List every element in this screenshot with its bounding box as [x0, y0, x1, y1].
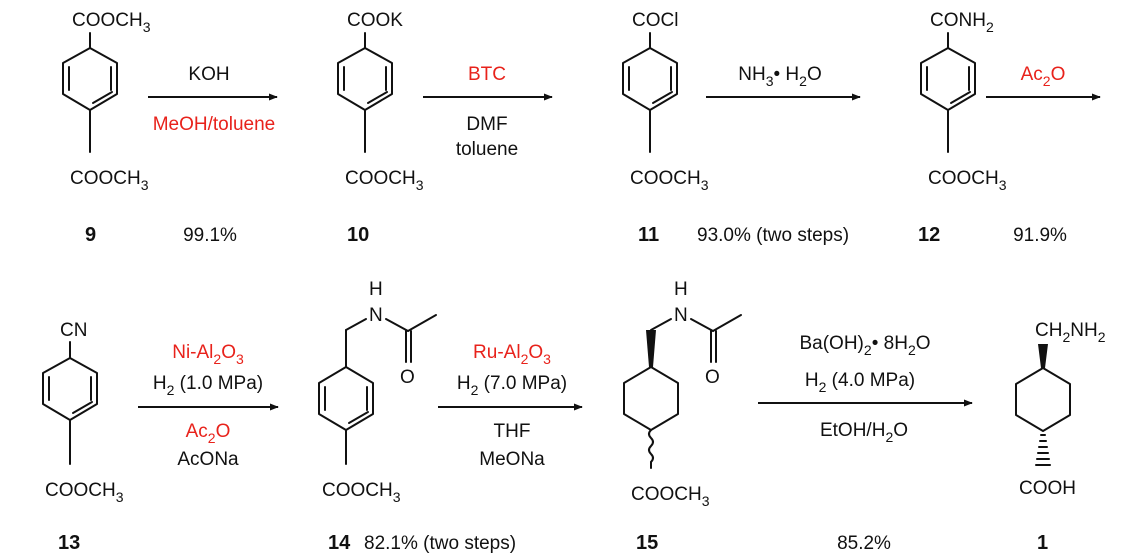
substituent-top: CN: [60, 320, 87, 341]
conditions-above: H2​ (1.0 MPa): [153, 373, 263, 398]
compound-number: 15: [636, 532, 658, 554]
reagent-below-2: toluene: [456, 139, 518, 160]
compound-number: 1: [1037, 532, 1048, 554]
amide-nh-hydrogen: H: [369, 279, 383, 300]
step-yield: 91.9%: [1013, 225, 1067, 246]
benzene-ring: [42, 357, 98, 421]
compound-11: COCl COOCH3​ 11: [622, 10, 709, 246]
benzene-ring: [318, 366, 374, 431]
reagent-above: BTC: [468, 64, 506, 85]
solvent-below: EtOH/H2​O: [820, 420, 908, 445]
substituent-top: COOCH3​: [72, 10, 151, 35]
step-5-reaction-arrow: Ni-Al2​O3​ H2​ (1.0 MPa) Ac2​O AcONa: [138, 342, 279, 470]
step-yield: 85.2%: [837, 533, 891, 554]
conditions-above: H2​ (7.0 MPa): [457, 373, 567, 398]
compound-14: H N O COOCH3​ 14 82.1% (two steps): [318, 279, 516, 554]
compound-10: COOK COOCH3​ 10: [337, 10, 424, 246]
conditions-above: H2​ (4.0 MPa): [805, 370, 915, 395]
step-yield: 93.0% (two steps): [697, 225, 849, 246]
wedge-bond: [1038, 344, 1048, 368]
step-yield: 82.1% (two steps): [364, 533, 516, 554]
catalyst-above: Ru-Al2​O3​: [473, 342, 551, 367]
compound-1: CH2​NH2​ COOH 1: [1015, 320, 1106, 554]
substituent-bottom: COOCH3​: [45, 480, 124, 505]
reagent-above: KOH: [188, 64, 229, 85]
wedge-bond: [646, 330, 656, 367]
substituent-bottom: COOCH3​: [928, 168, 1007, 193]
amide-nitrogen: N: [369, 305, 383, 326]
substituent-bottom: COOH: [1019, 478, 1076, 499]
step-6-reaction-arrow: Ru-Al2​O3​ H2​ (7.0 MPa) THF MeONa: [438, 342, 583, 470]
benzene-ring: [62, 47, 118, 111]
compound-12: CONH2​ COOCH3​ 12: [918, 10, 1007, 246]
reagent-below-2: MeONa: [479, 449, 545, 470]
benzene-ring: [337, 47, 393, 111]
compound-number: 14: [328, 532, 351, 554]
benzene-ring: [920, 47, 976, 111]
compound-9: COOCH3​ COOCH3​ 9: [62, 10, 151, 246]
amide-nh-hydrogen: H: [674, 279, 688, 300]
reagent-below-2: AcONa: [177, 449, 239, 470]
cyclohexane-ring: [1015, 367, 1071, 432]
compound-13: CN COOCH3​ 13: [42, 320, 124, 554]
compound-number: 12: [918, 224, 940, 246]
substituent-bottom: COOCH3​: [345, 168, 424, 193]
compound-number: 11: [638, 224, 659, 246]
wavy-bond: [648, 429, 654, 463]
compound-15: H N O COOCH3​ 15: [623, 279, 742, 554]
cyclohexane-ring: [623, 366, 679, 431]
catalyst-above: Ni-Al2​O3​: [172, 342, 244, 367]
carbonyl-oxygen: O: [705, 367, 720, 388]
reagent-below-1: THF: [494, 421, 531, 442]
substituent-top: COCl: [632, 10, 678, 31]
step-7-reaction-arrow: Ba(OH)2​• 8H2​O H2​ (4.0 MPa) EtOH/H2​O …: [758, 333, 973, 554]
compound-number: 9: [85, 224, 96, 246]
substituent-bottom: COOCH3​: [70, 168, 149, 193]
step-2-reaction-arrow: BTC DMF toluene: [423, 64, 553, 160]
step-4-reaction-arrow: Ac2​O 91.9%: [986, 64, 1101, 246]
step-yield: 99.1%: [183, 225, 237, 246]
solvent-below: MeOH/toluene: [153, 114, 276, 135]
substituent-bottom: COOCH3​: [630, 168, 709, 193]
compound-number: 13: [58, 532, 80, 554]
reagent-above: Ac2​O: [1021, 64, 1066, 89]
reagent-above: NH3​• H2​O: [738, 64, 821, 89]
compound-number: 10: [347, 224, 369, 246]
substituent-top: COOK: [347, 10, 403, 31]
carbonyl-oxygen: O: [400, 367, 415, 388]
benzene-ring: [622, 47, 678, 111]
reagent-above-1: Ba(OH)2​• 8H2​O: [799, 333, 930, 358]
hashed-bond: [1035, 434, 1051, 466]
substituent-top: CONH2​: [930, 10, 994, 35]
amide-nitrogen: N: [674, 305, 688, 326]
substituent-bottom: COOCH3​: [631, 484, 710, 509]
reagent-below-1: Ac2​O: [186, 421, 231, 446]
substituent-top: CH2​NH2​: [1035, 320, 1106, 345]
step-1-reaction-arrow: KOH MeOH/toluene 99.1%: [148, 64, 278, 246]
step-3-reaction-arrow: NH3​• H2​O 93.0% (two steps): [697, 64, 861, 246]
substituent-bottom: COOCH3​: [322, 480, 401, 505]
reagent-below-1: DMF: [466, 114, 507, 135]
